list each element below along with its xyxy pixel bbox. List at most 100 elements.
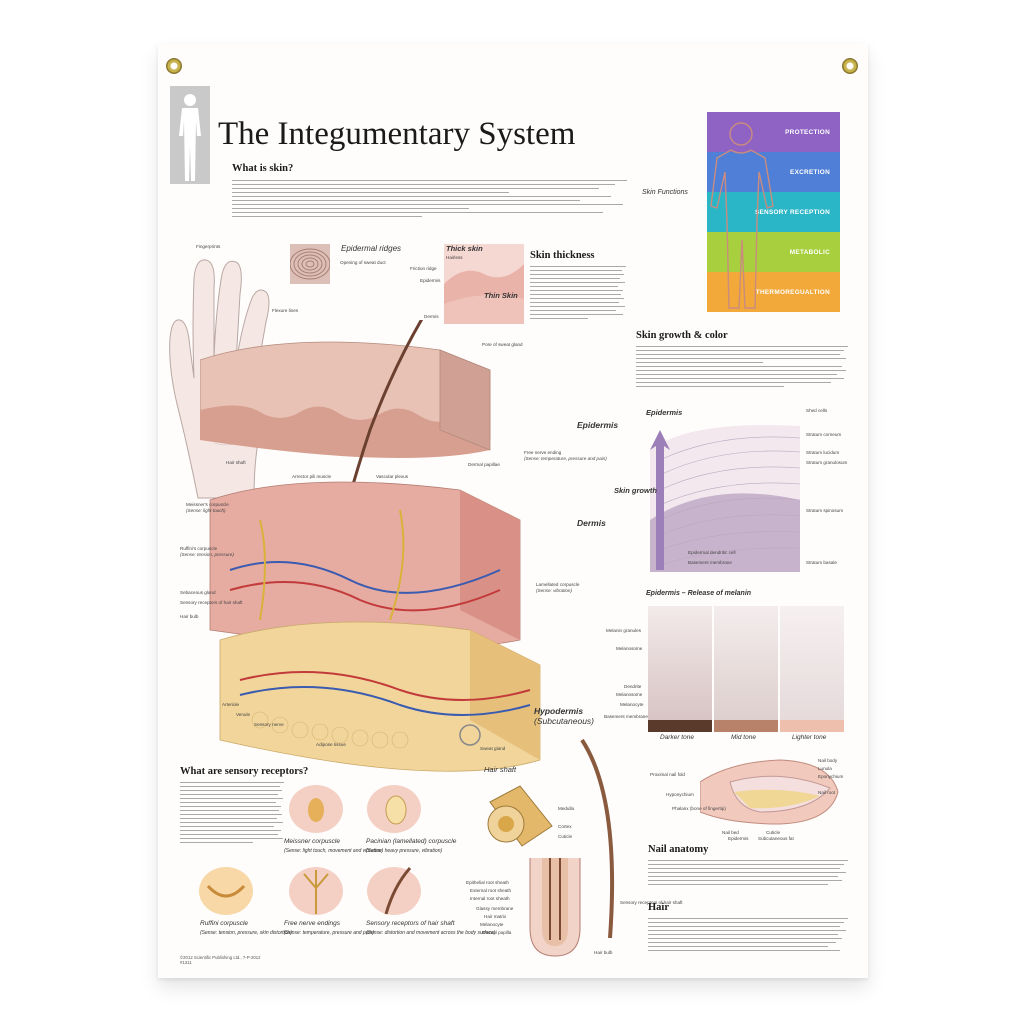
callout-melanosome-2: Melanosome bbox=[616, 692, 643, 697]
callout-stratum-lucidum: Stratum lucidum bbox=[806, 450, 840, 455]
callout-hair-bulb: Hair bulb bbox=[180, 614, 199, 619]
callout-ruffini-sub: (Sense: tension, pressure) bbox=[180, 552, 234, 557]
callout-vascular: Vascular plexus bbox=[376, 474, 409, 479]
function-excretion: EXCRETION bbox=[707, 152, 840, 192]
callout-shed-cells: Shed cells bbox=[806, 408, 828, 413]
callout-dermis-inset: Dermis bbox=[424, 314, 439, 319]
hair-receptor-icon bbox=[367, 867, 421, 915]
callout-meissner-sub: (Sense: light touch) bbox=[186, 508, 226, 513]
melanin-panel-dark bbox=[648, 606, 712, 720]
callout-melanocyte: Melanocyte bbox=[620, 702, 644, 707]
hair-shaft-crosssection bbox=[487, 785, 553, 847]
human-silhouette-icon bbox=[170, 86, 210, 184]
callout-follicle-sensory: Sensory receptors of hair shaft bbox=[620, 900, 683, 905]
callout-hyponychium: Hyponychium bbox=[666, 792, 694, 797]
function-sensory: SENSORY RECEPTION bbox=[707, 192, 840, 232]
callout-friction-ridge: Friction ridge bbox=[410, 266, 437, 271]
hair-strand bbox=[580, 738, 615, 938]
nail-anatomy-text bbox=[648, 860, 848, 888]
callout-melanosome-1: Melanosome bbox=[616, 646, 643, 651]
callout-hair-shaft: Hair shaft bbox=[226, 460, 246, 465]
sensory-receptors-heading: What are sensory receptors? bbox=[180, 766, 309, 777]
melanin-panel-mid bbox=[714, 606, 778, 720]
callout-epidermis-inset: Epidermis bbox=[420, 278, 441, 283]
melanin-title: Epidermis – Release of melanin bbox=[646, 590, 752, 597]
function-metabolic: METABOLIC bbox=[707, 232, 840, 272]
skin-functions-label: Skin Functions bbox=[642, 189, 688, 196]
body-outline bbox=[710, 122, 774, 309]
epidermis-label: Epidermis bbox=[577, 420, 619, 430]
callout-glassy-membrane: Glassy membrane bbox=[476, 906, 514, 911]
hair-text bbox=[648, 918, 848, 954]
callout-hairless: Hairless bbox=[446, 255, 463, 260]
ruffini-icon bbox=[199, 867, 253, 915]
callout-melanin-granules: Melanin granules bbox=[606, 628, 641, 633]
pacinian-icon bbox=[367, 785, 421, 833]
callout-stratum-corneum: Stratum corneum bbox=[806, 432, 842, 437]
hair-shaft-label: Hair shaft bbox=[484, 765, 517, 774]
skin-layers-diagram bbox=[200, 320, 541, 772]
callout-sensory-hair: Sensory receptors of hair shaft bbox=[180, 600, 243, 605]
skin-growth-diagram bbox=[650, 425, 800, 572]
callout-follicle-bulb: Hair bulb bbox=[594, 950, 613, 955]
receptor-hair-label: Sensory receptors of hair shaft bbox=[366, 920, 455, 927]
grommet-icon bbox=[166, 58, 182, 74]
callout-nail-bed: Nail bed bbox=[722, 830, 739, 835]
callout-cuticle: Cuticle bbox=[558, 834, 573, 839]
thin-skin-label: Thin Skin bbox=[484, 291, 518, 300]
callout-stratum-granulosum: Stratum granulosum bbox=[806, 460, 848, 465]
receptor-ruffini-label: Ruffini corpuscle bbox=[200, 920, 249, 927]
nail-diagram bbox=[700, 759, 839, 825]
callout-hair-matrix: Hair matrix bbox=[484, 914, 507, 919]
skin-growth-text bbox=[636, 346, 848, 390]
callout-proximal-fold: Proximal nail fold bbox=[650, 772, 685, 777]
callout-arrector: Arrector pili muscle bbox=[292, 474, 332, 479]
function-protection: PROTECTION bbox=[707, 112, 840, 152]
hair-follicle bbox=[529, 858, 581, 957]
copyright: ©2012 Scientific Publishing Ltd., 7-P-20… bbox=[180, 955, 261, 965]
callout-cortex: Cortex bbox=[558, 824, 572, 829]
receptor-pacinian-sub: (Sense: heavy pressure, vibration) bbox=[366, 848, 443, 854]
page-title: The Integumentary System bbox=[218, 116, 576, 152]
receptor-hair-sub: (Sense: distortion and movement across t… bbox=[366, 930, 496, 936]
callout-nail-body: Nail body bbox=[818, 758, 838, 763]
callout-subcutaneous-fat: Subcutaneous fat bbox=[758, 836, 794, 841]
thickness-inset bbox=[444, 244, 524, 324]
callout-internal-root: Internal root sheath bbox=[470, 896, 510, 901]
callout-nail-cuticle: Cuticle bbox=[766, 830, 781, 835]
callout-follicle-melanocyte: Melanocyte bbox=[480, 922, 504, 927]
skin-thickness-heading: Skin thickness bbox=[530, 250, 595, 261]
callout-lamellated-sub: (Sense: vibration) bbox=[536, 588, 573, 593]
callout-dendritic: Epidermal dendritic cell bbox=[688, 550, 736, 555]
callout-eponychium: Eponychium bbox=[818, 774, 844, 779]
receptor-free-nerve-label: Free nerve endings bbox=[284, 920, 341, 927]
hypodermis-label: Hypodermis bbox=[534, 706, 584, 716]
what-is-skin-text bbox=[232, 180, 627, 220]
receptor-pacinian-label: Pacinian (lamellated) corpuscle bbox=[366, 838, 457, 845]
callout-sensory-nerve: Sensory nerve bbox=[254, 722, 284, 727]
receptor-meissner-sub: (Sense: light touch, movement and vibrat… bbox=[284, 848, 384, 854]
tone-bar-dark bbox=[648, 720, 712, 732]
callout-stratum-basale: Stratum basale bbox=[806, 560, 837, 565]
callout-nerve-ending-sub: (Sense: temperature, pressure and pain) bbox=[524, 456, 607, 461]
dermis-label: Dermis bbox=[577, 518, 606, 528]
callout-stratum-spinosum: Stratum spinosum bbox=[806, 508, 844, 513]
what-is-skin-heading: What is skin? bbox=[232, 163, 294, 174]
growth-epidermis-label: Epidermis bbox=[646, 408, 683, 417]
grommet-icon bbox=[842, 58, 858, 74]
receptor-ruffini-sub: (Sense: tension, pressure, skin distorti… bbox=[200, 930, 292, 936]
callout-nail-epidermis: Epidermis bbox=[728, 836, 749, 841]
callout-nail-root: Nail root bbox=[818, 790, 836, 795]
callout-lamellated: Lamellated corpuscle bbox=[536, 582, 580, 587]
skin-thickness-text bbox=[530, 266, 626, 322]
callout-sweat-duct: Opening of sweat duct bbox=[340, 260, 386, 265]
callout-sweat-gland: Sweat gland bbox=[480, 746, 506, 751]
callout-meissner: Meissner's corpuscle bbox=[186, 502, 229, 507]
callout-venule: Venule bbox=[236, 712, 251, 717]
callout-ruffini: Ruffini's corpuscle bbox=[180, 546, 218, 551]
callout-dermal-papilla: Dermal papilla bbox=[482, 930, 512, 935]
receptor-free-nerve-sub: (Sense: temperature, pressure and pain) bbox=[284, 930, 375, 936]
callout-dermal-papillae: Dermal papillae bbox=[468, 462, 500, 467]
tone-bar-light bbox=[780, 720, 844, 732]
callout-basement: Basement membrane bbox=[688, 560, 732, 565]
